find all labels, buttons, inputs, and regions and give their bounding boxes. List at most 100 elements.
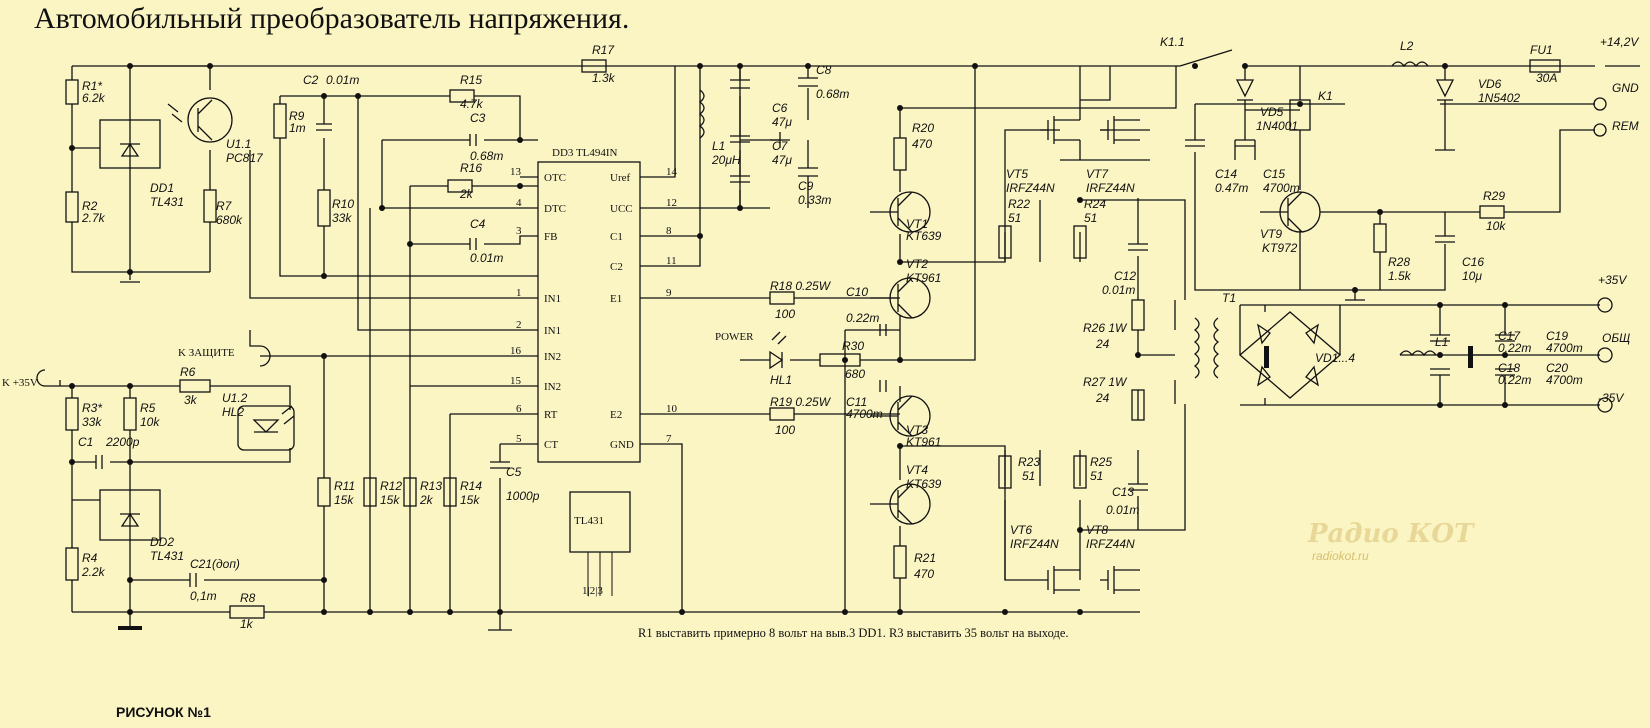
- label-r1v: 6.2k: [82, 91, 106, 105]
- ic-pin-name: CT: [544, 439, 558, 451]
- ic-pin-number: 11: [666, 255, 677, 267]
- ground-symbol: [118, 626, 142, 630]
- label-r12: R12: [380, 479, 402, 493]
- label-vt5v: IRFZ44N: [1006, 181, 1055, 195]
- t1-core-mark: [1264, 346, 1269, 368]
- label-r26v: 24: [1095, 337, 1110, 351]
- ic-pin-number: 10: [666, 403, 678, 415]
- label-r16v: 2k: [459, 187, 474, 201]
- label-c21: C21(доп): [190, 557, 240, 571]
- label-l1v: 20μH: [711, 153, 741, 167]
- u12-led: [237, 405, 295, 451]
- ic-pin-name: Uref: [610, 172, 630, 184]
- label-r14: R14: [460, 479, 482, 493]
- ic-pin-number: 5: [516, 433, 522, 445]
- label-c4: C4: [470, 217, 486, 231]
- label-c4v: 0.01m: [470, 251, 503, 265]
- label-r15v: 4.7k: [460, 97, 484, 111]
- label-vt6v: IRFZ44N: [1010, 537, 1059, 551]
- label-fu1: FU1: [1530, 43, 1553, 57]
- label-r13: R13: [420, 479, 442, 493]
- label-r27v: 24: [1095, 391, 1110, 405]
- ic-pin-name: E2: [610, 409, 622, 421]
- label-r27: R27 1W: [1083, 375, 1128, 389]
- ic-pin-name: RT: [544, 409, 558, 421]
- ic-pin-number: 1: [516, 287, 522, 299]
- label-r17v: 1.3k: [592, 71, 616, 85]
- label-vd5: VD5: [1260, 105, 1284, 119]
- label-c13: C13: [1112, 485, 1134, 499]
- label-c1v: 2200p: [105, 435, 140, 449]
- label-fu1v: 30A: [1536, 71, 1557, 85]
- label-r13v: 2k: [419, 493, 434, 507]
- label-dd1: DD1: [150, 181, 174, 195]
- label-dd2: DD2: [150, 535, 174, 549]
- label-c6: C6: [772, 101, 788, 115]
- ic-pin-number: 13: [510, 166, 522, 178]
- label-vt3: VT3: [906, 423, 928, 437]
- vd5-diode: [1235, 79, 1255, 101]
- label-r3v: 33k: [82, 415, 102, 429]
- label-c15v: 4700m: [1263, 181, 1300, 195]
- label-vt9v: KT972: [1262, 241, 1298, 255]
- ic-pin-number: 3: [516, 225, 522, 237]
- label-hl1: HL1: [770, 373, 792, 387]
- label-power: POWER: [715, 331, 754, 343]
- label-r5v: 10k: [140, 415, 160, 429]
- label-r4: R4: [82, 551, 98, 565]
- label-vt5: VT5: [1006, 167, 1028, 181]
- label-vt1v: KT639: [906, 229, 942, 243]
- label-c15: C15: [1263, 167, 1285, 181]
- label-c16: C16: [1462, 255, 1484, 269]
- label-r7v: 680k: [216, 213, 243, 227]
- label-r24v: 51: [1084, 211, 1097, 225]
- mosfets: [1040, 100, 1140, 594]
- label-r19: R19 0.25W: [770, 395, 832, 409]
- label-c5: C5: [506, 465, 522, 479]
- label-minus35: -35V: [1598, 391, 1624, 405]
- label-r29: R29: [1483, 189, 1505, 203]
- vd6-diode: [1435, 79, 1455, 101]
- label-r16: R16: [460, 161, 482, 175]
- label-c3v: 0.68m: [470, 149, 503, 163]
- label-obsh: ОБЩ: [1602, 331, 1630, 345]
- label-r29v: 10k: [1486, 219, 1506, 233]
- label-dd2v: TL431: [150, 549, 184, 563]
- k1-relay-coil: [1289, 99, 1311, 131]
- label-r20: R20: [912, 121, 934, 135]
- ic-pin-number: 2: [516, 319, 522, 331]
- label-plus142: +14,2V: [1600, 35, 1639, 49]
- bipolar-transistors: [870, 191, 1321, 525]
- label-c5v: 1000p: [506, 489, 540, 503]
- label-c1: C1: [78, 435, 93, 449]
- label-vd6v: 1N5402: [1478, 91, 1520, 105]
- label-r6v: 3k: [184, 393, 198, 407]
- ic-pin-name: IN1: [544, 293, 561, 305]
- label-r23: R23: [1018, 455, 1040, 469]
- label-c18v: 0.22m: [1498, 373, 1531, 387]
- label-r8v: 1k: [240, 617, 254, 631]
- label-r24: R24: [1084, 197, 1106, 211]
- label-u12v: HL2: [222, 405, 244, 419]
- label-r11v: 15k: [334, 493, 354, 507]
- ic-pin-number: 14: [666, 166, 678, 178]
- label-c9v: 0.33m: [798, 193, 831, 207]
- watermark-logo: Радио КОТ: [1307, 519, 1475, 549]
- label-u12: U1.2: [222, 391, 248, 405]
- label-r10v: 33k: [332, 211, 352, 225]
- wires: [45, 49, 1600, 631]
- label-r21v: 470: [914, 567, 934, 581]
- ic-pin-name: IN1: [544, 325, 561, 337]
- label-c21v: 0,1m: [190, 589, 217, 603]
- label-vt4: VT4: [906, 463, 928, 477]
- label-kplus35: K +35V: [2, 377, 38, 389]
- label-vt4v: KT639: [906, 477, 942, 491]
- label-vt3v: KT961: [906, 435, 941, 449]
- label-r5: R5: [140, 401, 156, 415]
- label-r28v: 1.5k: [1388, 269, 1412, 283]
- ic-pin-name: E1: [610, 293, 622, 305]
- label-r20v: 470: [912, 137, 932, 151]
